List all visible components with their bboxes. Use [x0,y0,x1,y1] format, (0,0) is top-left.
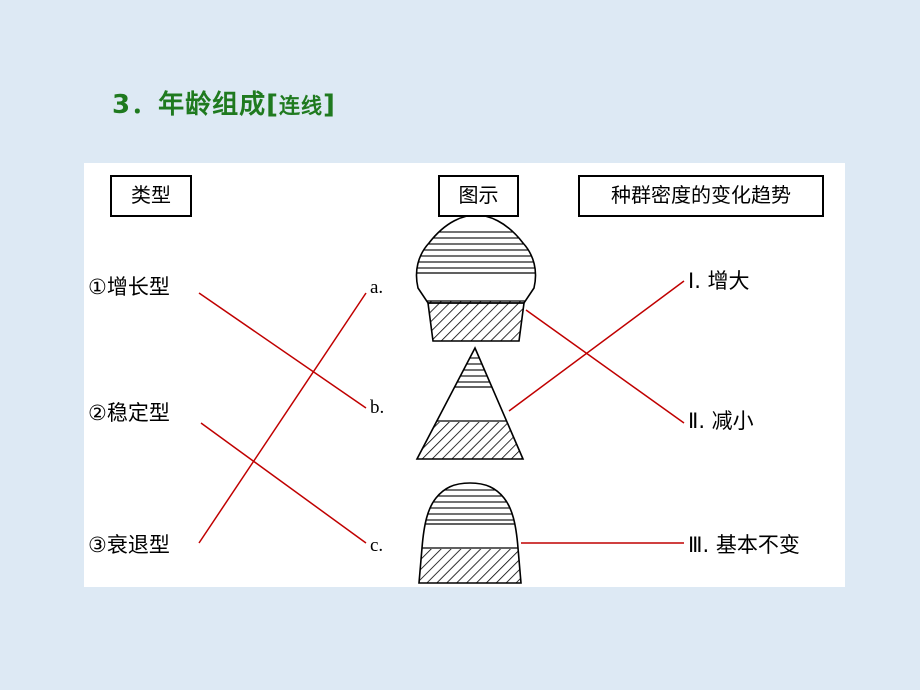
line-decline-to-a [198,292,367,544]
title-tag: 连线 [279,94,323,118]
type-label-growth: ①增长型 [88,275,170,299]
matching-panel: 类型 图示 种群密度的变化趋势 ①增长型 ②稳定型 ③衰退型 a. b. c. … [84,163,845,587]
figure-letter-b: b. [370,397,385,418]
pyramid-figure-b [415,346,525,460]
line-a-to-decrease [525,309,685,424]
pyramid-figure-a [415,214,537,342]
header-type: 类型 [110,175,192,217]
trend-label-increase: Ⅰ. 增大 [688,269,750,293]
type-label-stable: ②稳定型 [88,401,170,425]
trend-label-decrease: Ⅱ. 减小 [688,409,754,433]
line-growth-to-b [198,292,367,409]
header-trend: 种群密度的变化趋势 [578,175,824,217]
line-stable-to-c [200,422,367,544]
title-bracket-open: [ [266,90,279,120]
slide-title: 3．年龄组成[连线] [112,84,336,121]
trend-label-unchanged: Ⅲ. 基本不变 [688,533,800,557]
title-bracket-close: ] [323,90,336,120]
pyramid-figure-c [418,482,522,584]
type-label-decline: ③衰退型 [88,533,170,557]
line-b-to-increase [508,280,685,412]
header-figure: 图示 [438,175,519,217]
figure-letter-c: c. [370,535,384,556]
title-number: 3． [112,90,159,120]
figure-letter-a: a. [370,277,384,298]
matching-diagram-svg [198,214,685,584]
title-text: 年龄组成 [158,90,267,120]
